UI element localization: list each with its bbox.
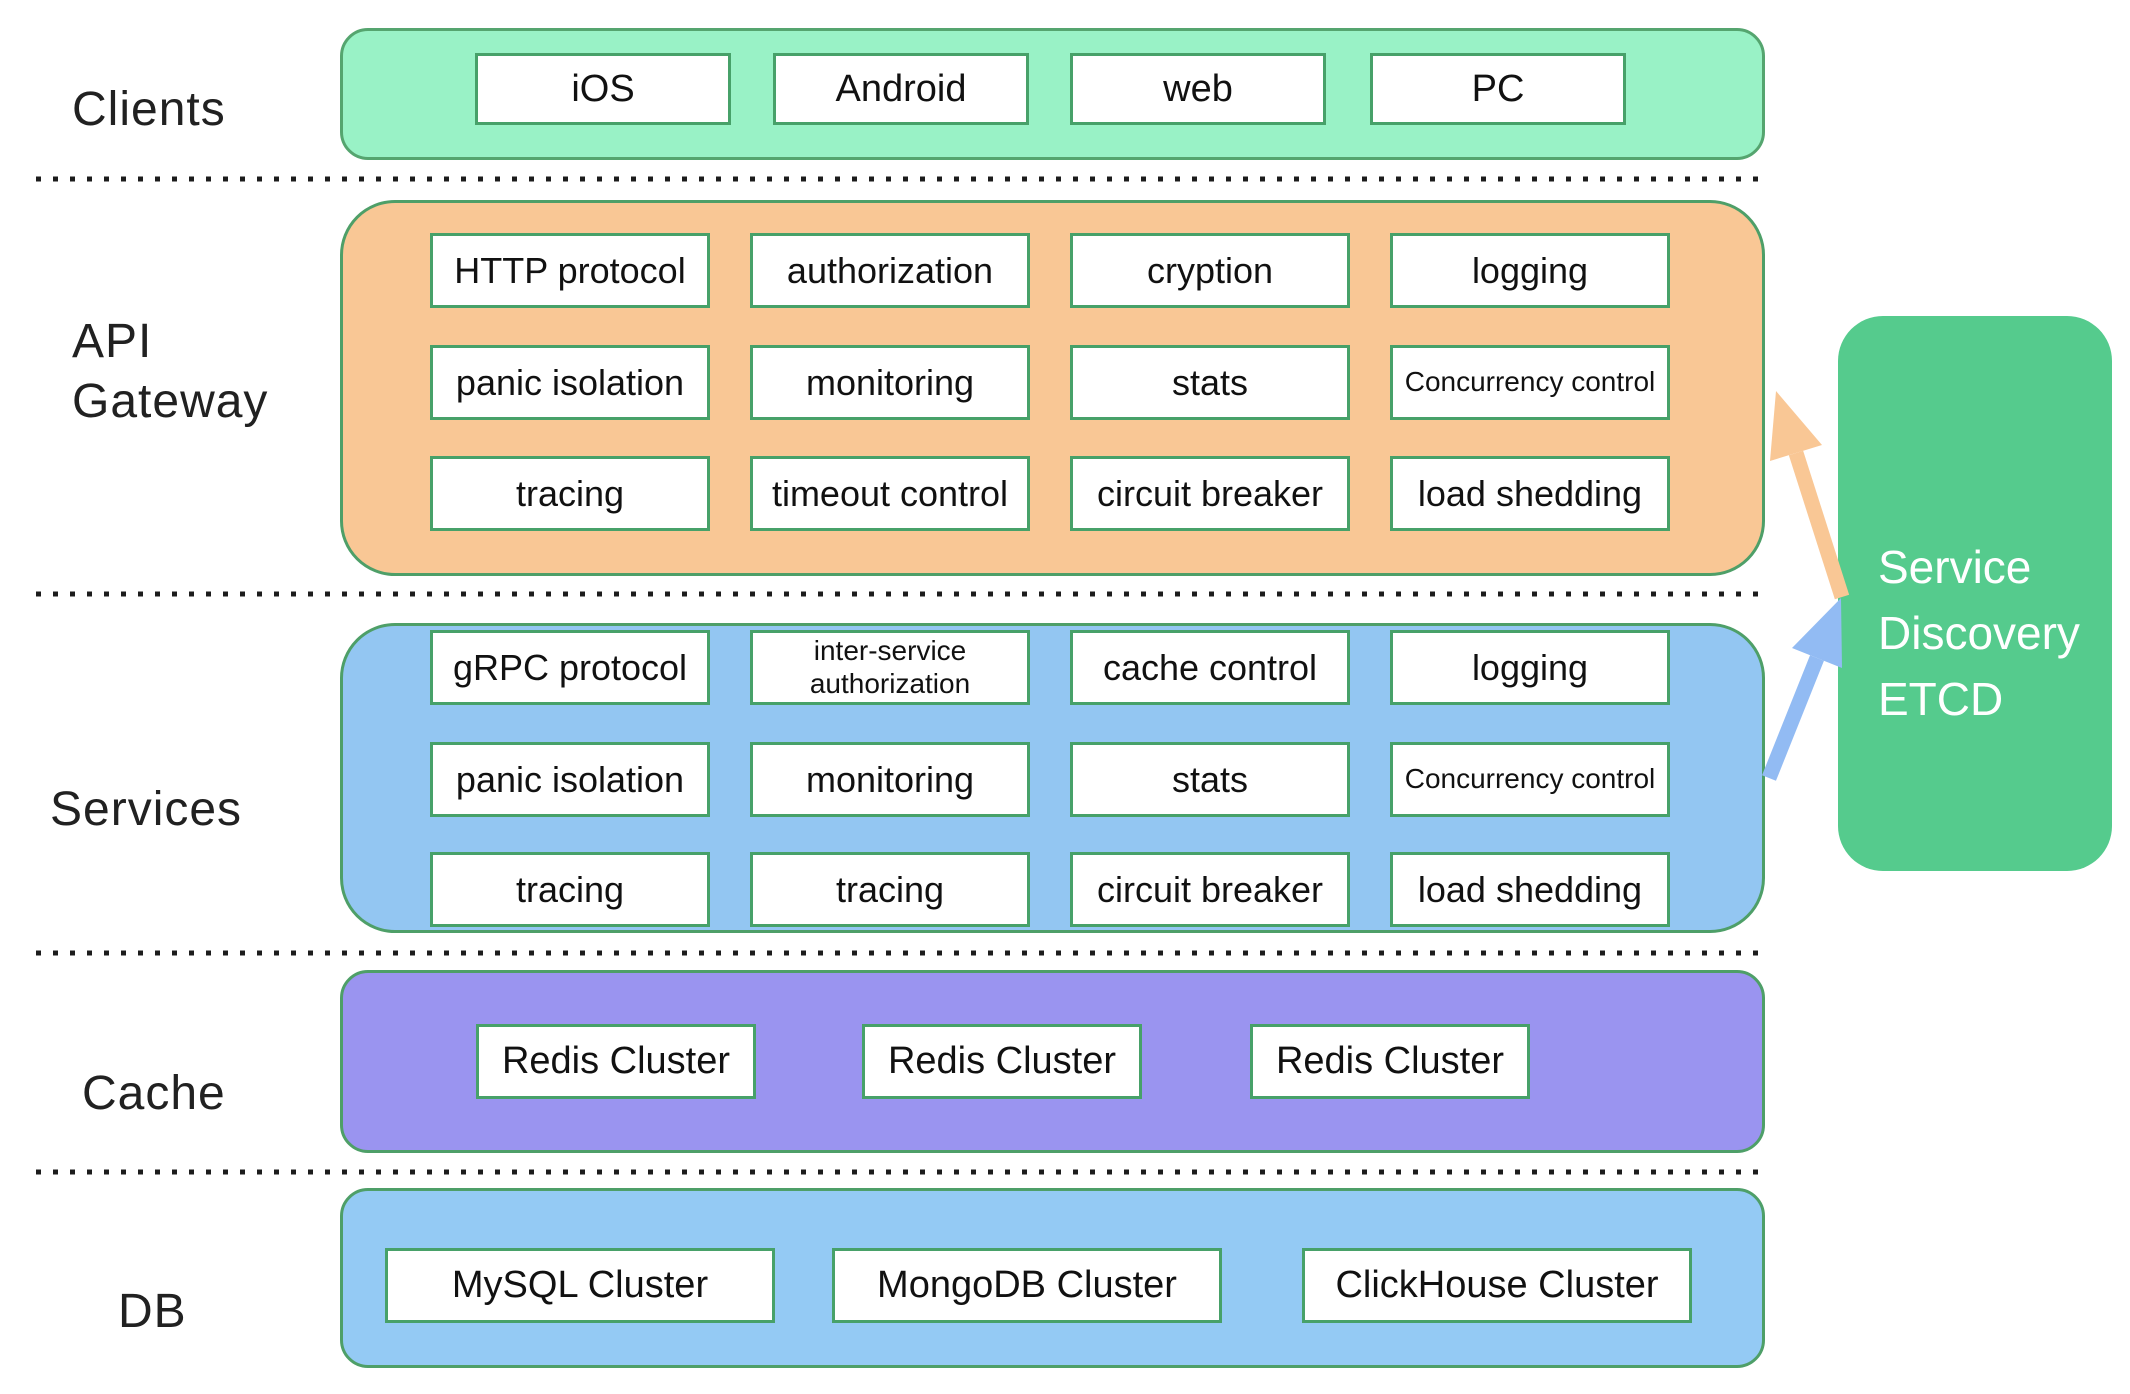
layer-label-clients: Clients	[72, 83, 226, 136]
etcd-label-line1: Service	[1878, 541, 2032, 593]
services-cell-logging: logging	[1390, 630, 1670, 705]
layer-label-cache: Cache	[82, 1067, 226, 1120]
services-cell-cache-control: cache control	[1070, 630, 1350, 705]
gateway-cell-cryption: cryption	[1070, 233, 1350, 308]
layer-label-services: Services	[50, 783, 243, 836]
gateway-cell-authorization: authorization	[750, 233, 1030, 308]
client-box-android: Android	[773, 53, 1029, 125]
arrow-etcd-to-gateway	[1770, 391, 1850, 600]
cache-box-redis-3: Redis Cluster	[1250, 1024, 1530, 1099]
cache-box-redis-1: Redis Cluster	[476, 1024, 756, 1099]
service-discovery-etcd-box	[1838, 316, 2112, 871]
gateway-cell-stats: stats	[1070, 345, 1350, 420]
client-box-web: web	[1070, 53, 1326, 125]
cache-box-redis-2: Redis Cluster	[862, 1024, 1142, 1099]
gateway-cell-http-protocol: HTTP protocol	[430, 233, 710, 308]
services-cell-panic-isolation: panic isolation	[430, 742, 710, 817]
db-box-clickhouse: ClickHouse Cluster	[1302, 1248, 1692, 1323]
gateway-cell-load-shedding: load shedding	[1390, 456, 1670, 531]
services-cell-concurrency-control: Concurrency control	[1390, 742, 1670, 817]
arrow-services-to-etcd	[1762, 598, 1842, 781]
db-box-mongodb: MongoDB Cluster	[832, 1248, 1222, 1323]
services-cell-tracing-2: tracing	[750, 852, 1030, 927]
db-box-mysql: MySQL Cluster	[385, 1248, 775, 1323]
services-cell-load-shedding: load shedding	[1390, 852, 1670, 927]
services-cell-tracing-1: tracing	[430, 852, 710, 927]
gateway-cell-panic-isolation: panic isolation	[430, 345, 710, 420]
etcd-label-line3: ETCD	[1878, 673, 2004, 725]
gateway-cell-timeout-control: timeout control	[750, 456, 1030, 531]
gateway-cell-concurrency-control: Concurrency control	[1390, 345, 1670, 420]
layer-label-db: DB	[118, 1285, 187, 1338]
etcd-label-line2: Discovery	[1878, 607, 2080, 659]
layer-label-api-line2: Gateway	[72, 375, 269, 428]
layer-label-api-gateway: API Gateway	[72, 312, 268, 432]
gateway-cell-tracing: tracing	[430, 456, 710, 531]
services-cell-circuit-breaker: circuit breaker	[1070, 852, 1350, 927]
client-box-ios: iOS	[475, 53, 731, 125]
client-box-pc: PC	[1370, 53, 1626, 125]
services-cell-grpc-protocol: gRPC protocol	[430, 630, 710, 705]
services-cell-monitoring: monitoring	[750, 742, 1030, 817]
gateway-cell-circuit-breaker: circuit breaker	[1070, 456, 1350, 531]
layer-label-api-line1: API	[72, 315, 153, 368]
services-cell-stats: stats	[1070, 742, 1350, 817]
gateway-cell-logging: logging	[1390, 233, 1670, 308]
services-cell-inter-service-authorization: inter-service authorization	[750, 630, 1030, 705]
gateway-cell-monitoring: monitoring	[750, 345, 1030, 420]
